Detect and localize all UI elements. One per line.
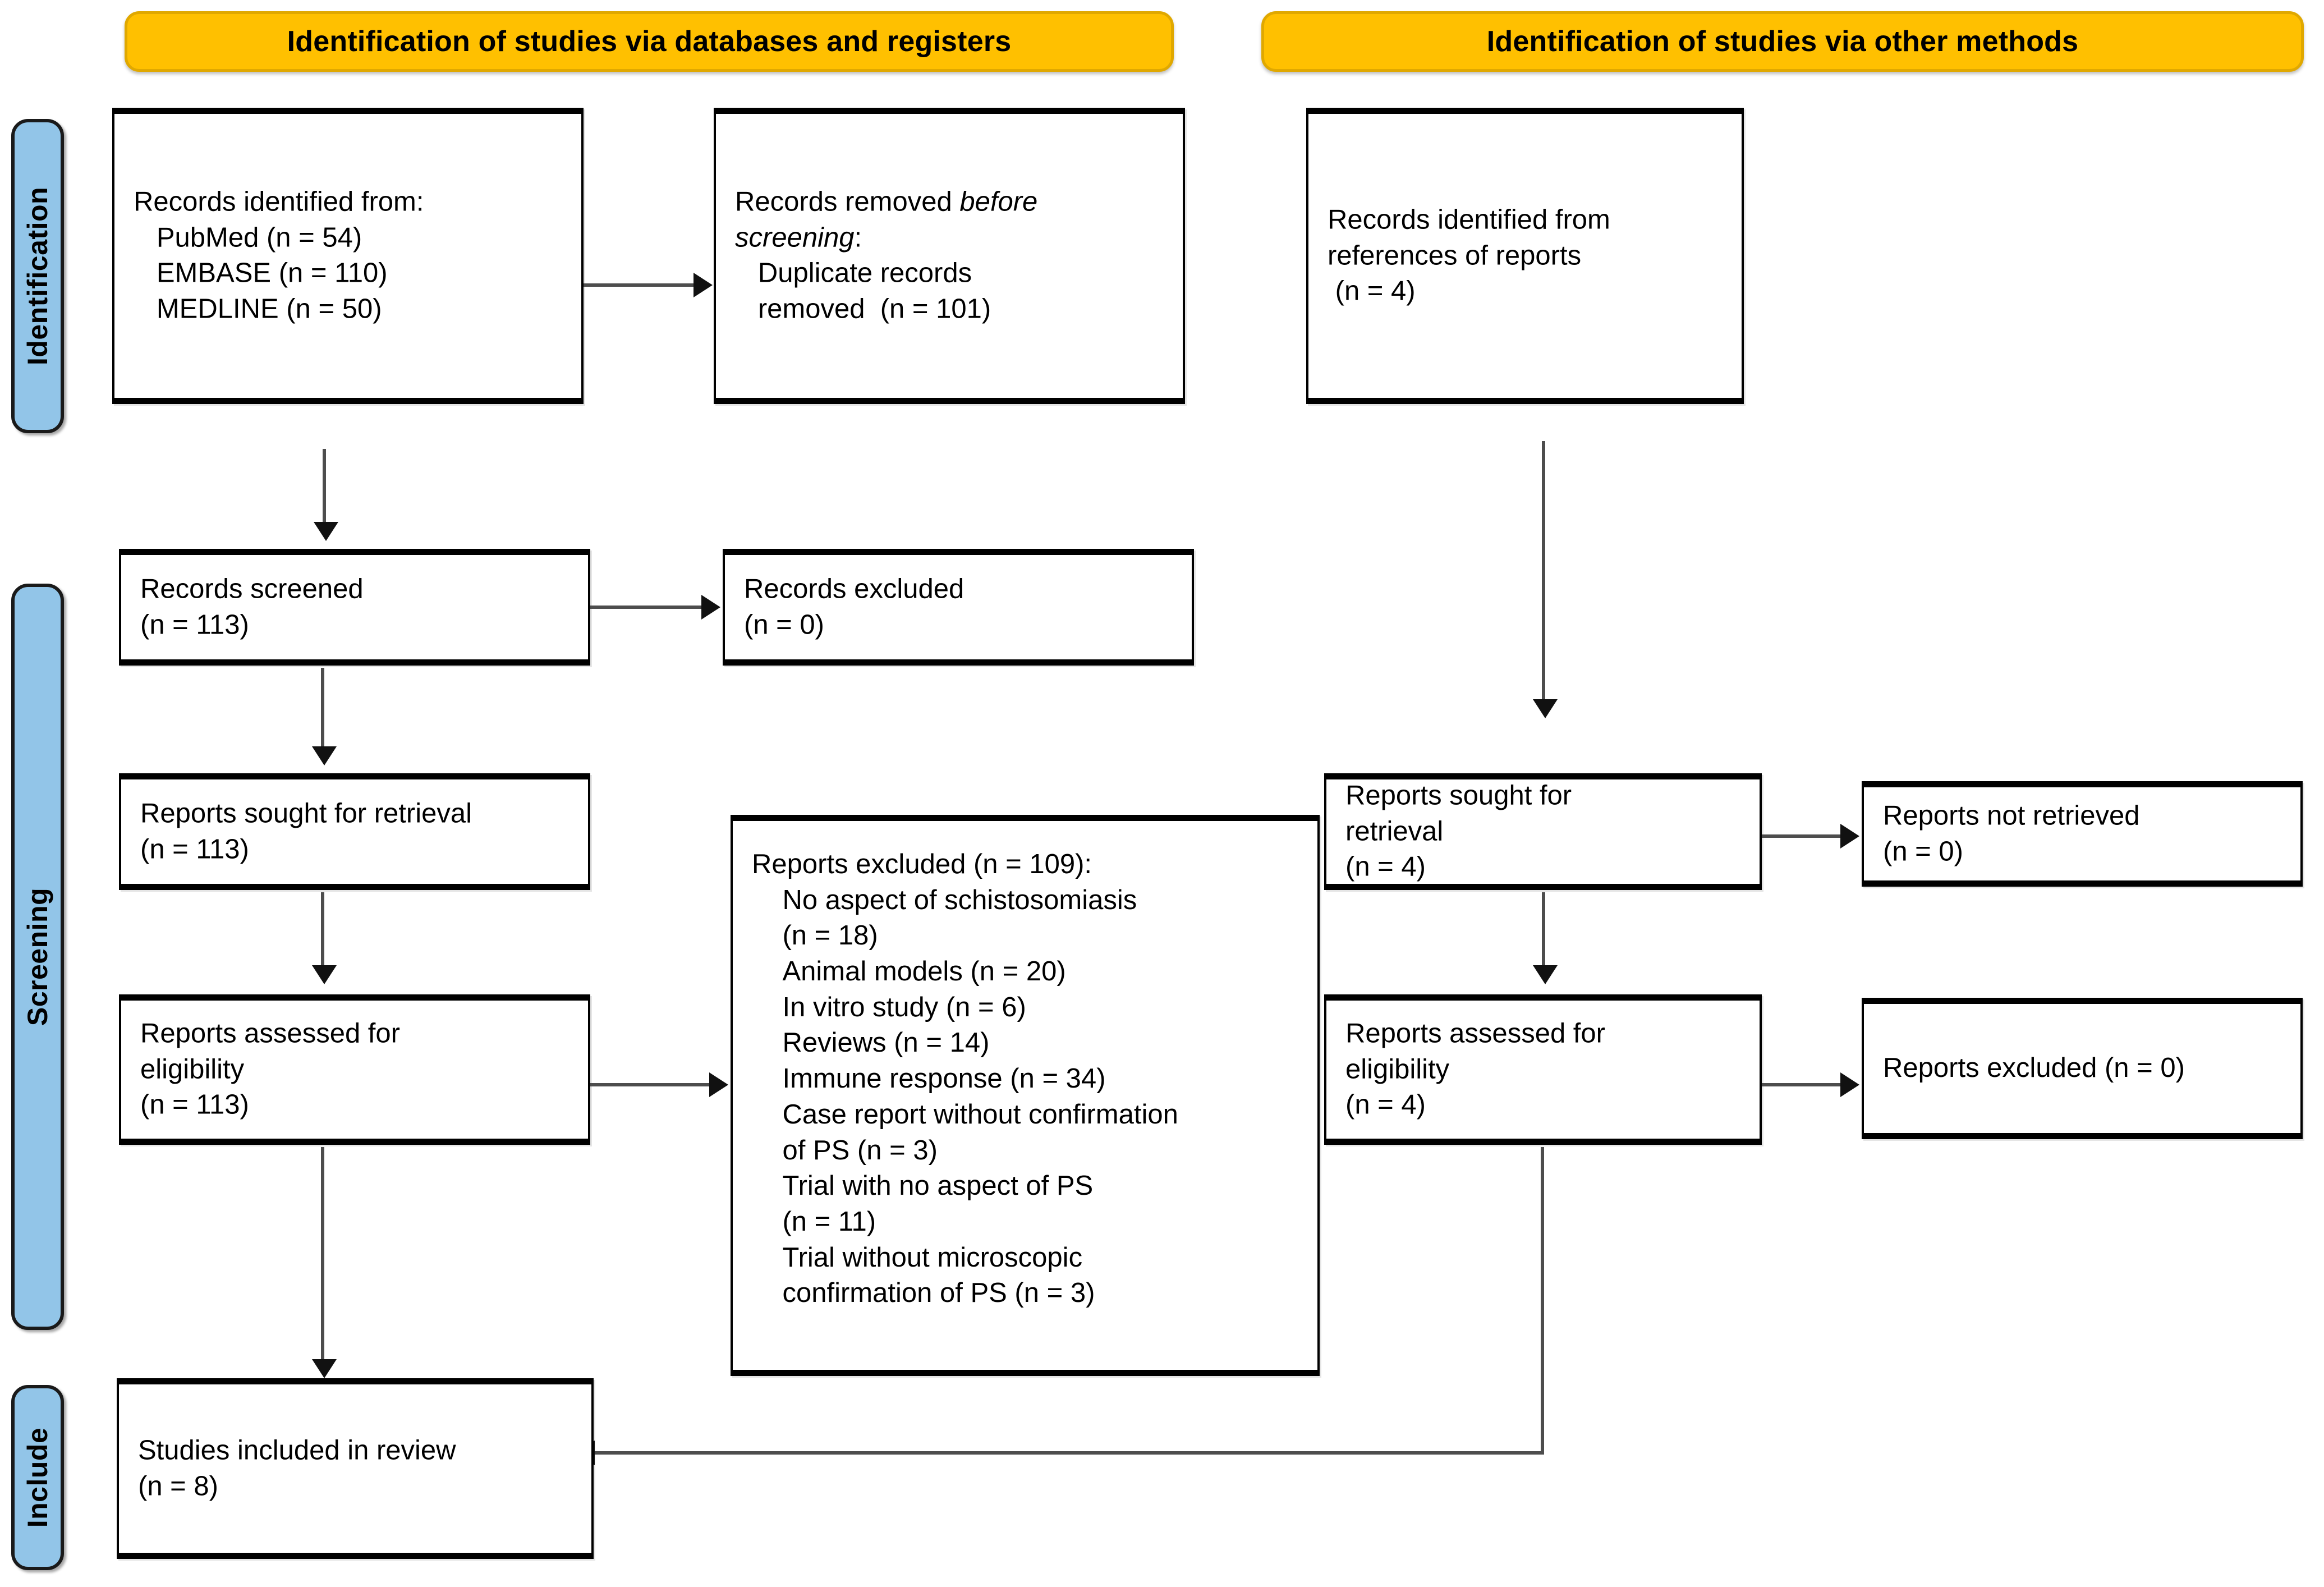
stage-band-identification: Identification: [11, 119, 64, 433]
box-records-excluded-text: Records excluded (n = 0): [744, 574, 964, 640]
box-reports-sought-retrieval-right-text: Reports sought for retrieval (n = 4): [1345, 780, 1572, 882]
connector-identified-to-removed: [584, 283, 693, 287]
box-records-screened: Records screened (n = 113): [119, 549, 590, 666]
connector-sought-to-assessed-right: [1542, 892, 1545, 965]
box-studies-included-in-review: Studies included in review (n = 8): [117, 1378, 594, 1559]
stage-band-screening: Screening: [11, 584, 64, 1330]
connector-right-arm-to-included-horizontal: [595, 1451, 1544, 1455]
box-reports-assessed-eligibility-left-text: Reports assessed for eligibility (n = 11…: [140, 1018, 400, 1120]
connector-sought-to-assessed-left: [321, 892, 324, 965]
stage-band-screening-label: Screening: [22, 887, 53, 1026]
arrowhead-screened-to-sought: [312, 746, 337, 765]
box-records-removed-text: Records removed before screening: Duplica…: [735, 185, 1173, 328]
connector-identified-to-screened: [323, 449, 326, 522]
box-records-identified: Records identified from: PubMed (n = 54)…: [112, 108, 584, 404]
box-records-removed-before-screening: Records removed before screening: Duplica…: [714, 108, 1185, 404]
records-removed-part1: Records removed: [735, 186, 960, 217]
records-removed-part2: : Duplicate records removed (n = 101): [757, 222, 991, 324]
connector-assessed-right-to-excluded-right: [1762, 1083, 1840, 1086]
connector-screened-to-sought: [321, 668, 324, 746]
box-records-excluded: Records excluded (n = 0): [723, 549, 1194, 666]
connector-assessed-to-included: [321, 1147, 324, 1359]
box-reports-sought-retrieval-right: Reports sought for retrieval (n = 4): [1324, 773, 1762, 890]
arrowhead-screened-to-excluded: [701, 595, 720, 620]
banner-databases-registers: Identification of studies via databases …: [125, 11, 1174, 72]
box-reports-assessed-eligibility-right-text: Reports assessed for eligibility (n = 4): [1345, 1018, 1605, 1120]
arrowhead-identified-to-removed: [693, 273, 713, 297]
arrowhead-assessed-to-included: [312, 1359, 337, 1378]
box-reports-not-retrieved-text: Reports not retrieved (n = 0): [1883, 800, 2140, 866]
box-records-identified-references-text: Records identified from references of re…: [1328, 204, 1610, 306]
box-studies-included-in-review-text: Studies included in review (n = 8): [138, 1435, 456, 1501]
box-reports-assessed-eligibility-left: Reports assessed for eligibility (n = 11…: [119, 994, 590, 1145]
banner-other-methods: Identification of studies via other meth…: [1261, 11, 2304, 72]
arrowhead-assessed-right-to-excluded-right: [1840, 1072, 1859, 1097]
connector-screened-to-excluded: [590, 606, 701, 609]
box-reports-excluded-right: Reports excluded (n = 0): [1862, 998, 2303, 1139]
box-reports-excluded-detail: Reports excluded (n = 109): No aspect of…: [731, 815, 1320, 1376]
banner-other-methods-label: Identification of studies via other meth…: [1486, 25, 2079, 58]
box-reports-excluded-right-text: Reports excluded (n = 0): [1883, 1053, 2185, 1084]
records-removed-italic-before: before: [959, 186, 1038, 217]
arrowhead-sought-to-assessed-left: [312, 965, 337, 984]
records-removed-italic-screening: screening: [735, 222, 855, 253]
box-reports-not-retrieved: Reports not retrieved (n = 0): [1862, 781, 2303, 887]
banner-databases-label: Identification of studies via databases …: [287, 25, 1012, 58]
arrowhead-identified-to-screened: [314, 522, 338, 541]
box-reports-excluded-detail-text: Reports excluded (n = 109): No aspect of…: [752, 849, 1178, 1309]
box-records-identified-text: Records identified from: PubMed (n = 54)…: [134, 186, 424, 324]
arrowhead-references-to-sought-right: [1533, 699, 1558, 718]
connector-sought-right-to-not-retrieved: [1762, 834, 1840, 838]
arrowhead-assessed-to-excluded-detail: [709, 1072, 728, 1097]
connector-references-to-sought-right: [1542, 441, 1545, 699]
stage-band-included-label: Include: [22, 1427, 53, 1528]
box-records-identified-references: Records identified from references of re…: [1306, 108, 1744, 404]
box-reports-sought-retrieval-left: Reports sought for retrieval (n = 113): [119, 773, 590, 890]
connector-assessed-to-excluded-detail: [590, 1083, 709, 1086]
box-reports-assessed-eligibility-right: Reports assessed for eligibility (n = 4): [1324, 994, 1762, 1145]
connector-right-arm-to-included-vertical: [1541, 1147, 1544, 1455]
box-reports-sought-retrieval-left-text: Reports sought for retrieval (n = 113): [140, 798, 472, 864]
arrowhead-sought-right-to-not-retrieved: [1840, 824, 1859, 848]
stage-band-identification-label: Identification: [22, 186, 53, 366]
arrowhead-sought-to-assessed-right: [1533, 965, 1558, 984]
stage-band-included: Include: [11, 1385, 64, 1570]
box-records-screened-text: Records screened (n = 113): [140, 574, 364, 640]
